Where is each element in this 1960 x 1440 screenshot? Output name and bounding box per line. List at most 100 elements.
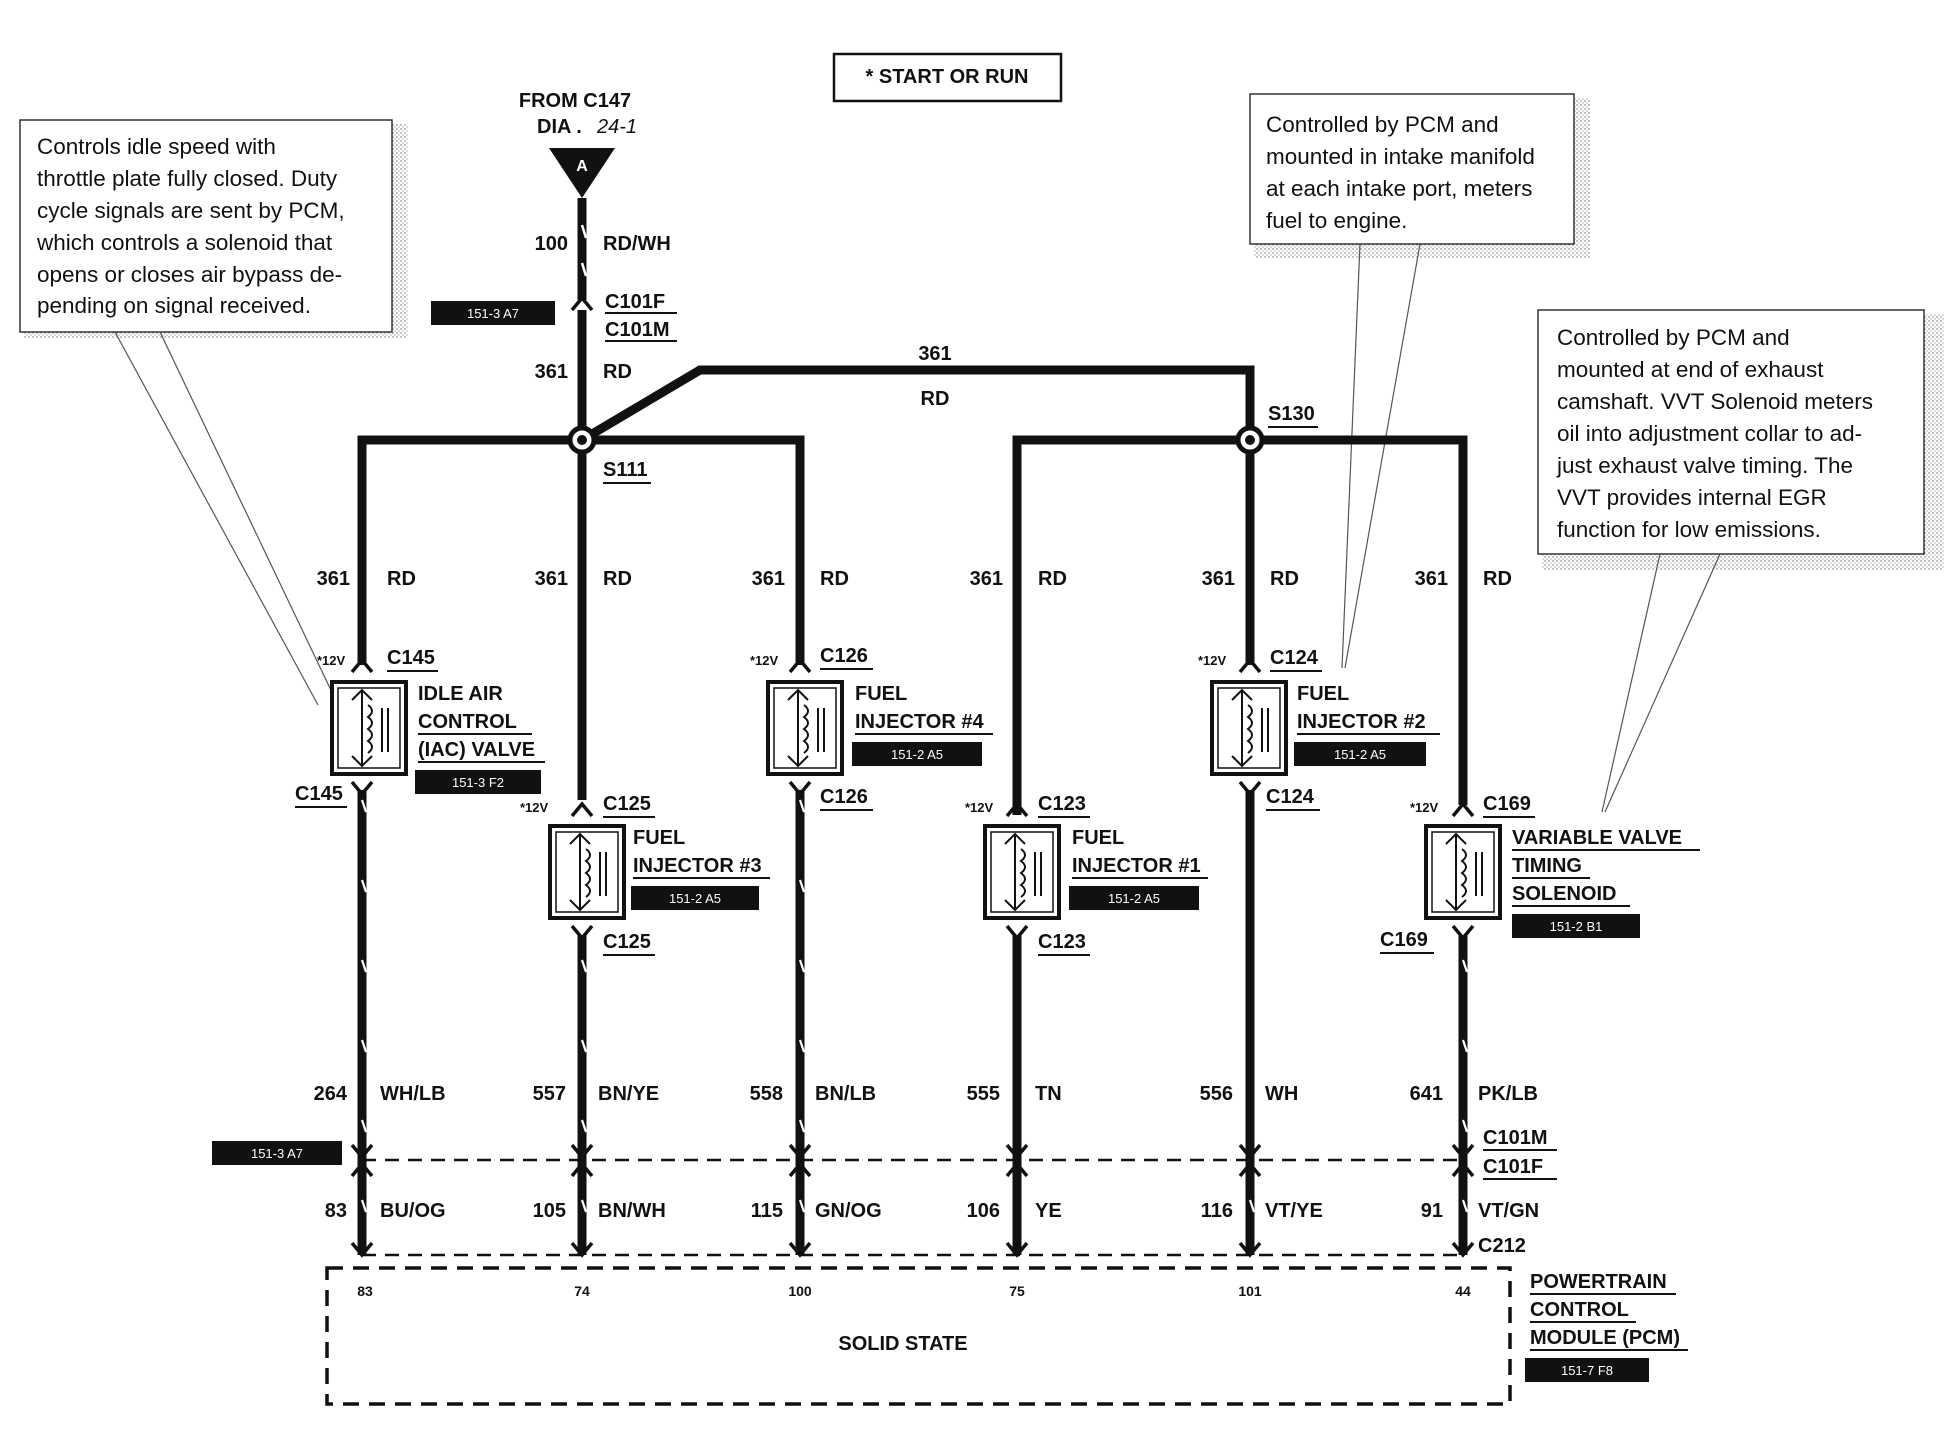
pcm-connector-c212: C212 (350, 1235, 1526, 1258)
pcm-wire-color: BN/WH (598, 1200, 666, 1222)
jumper-wire-color: RD (921, 388, 950, 410)
injector-note: Controlled by PCM and mounted in intake … (1249, 93, 1590, 669)
vvt-note-line: Controlled by PCM and (1557, 325, 1790, 350)
source-connector-a: FROM C147 DIA . 24-1 A (519, 90, 637, 198)
pcm-pin: 74 (574, 1283, 590, 1299)
iac-note-line: pending on signal received. (37, 293, 311, 318)
source-dia-ref: 24-1 (596, 116, 637, 138)
signal-wire-number: 555 (967, 1083, 1000, 1105)
pcm-wire-number: 116 (1201, 1200, 1233, 1222)
splice-s130-label: S130 (1268, 403, 1315, 425)
injector-note-line: at each intake port, meters (1266, 176, 1532, 201)
drop-wire-color: RD (387, 568, 416, 590)
component-name-line: INJECTOR #4 (855, 711, 984, 733)
pcm-wire-number: 83 (325, 1200, 347, 1222)
component-name-line: FUEL (855, 683, 907, 705)
pcm-name-line: MODULE (PCM) (1530, 1327, 1680, 1349)
component-ref: 151-2 B1 (1550, 919, 1603, 934)
signal-wire-number: 264 (314, 1083, 348, 1105)
component-name-line: INJECTOR #3 (633, 855, 762, 877)
drop-wire-color: RD (1270, 568, 1299, 590)
vvt-solenoid: *12V C169 VARIABLE VALVE TIMING SOLENOID… (1380, 793, 1700, 954)
pcm-wire-color: YE (1035, 1200, 1062, 1222)
start-or-run-text: * START OR RUN (866, 66, 1029, 88)
pcm-pin: 83 (357, 1283, 373, 1299)
component-name-line: INJECTOR #2 (1297, 711, 1426, 733)
component-conn-top: C124 (1270, 647, 1319, 669)
component-ref: 151-3 F2 (452, 775, 504, 790)
fuel-injector-1: *12V C123 FUEL INJECTOR #1 151-2 A5 C123 (965, 793, 1208, 956)
drop-wire-color: RD (1483, 568, 1512, 590)
injector-note-line: mounted in intake manifold (1266, 144, 1535, 169)
pcm-pin: 101 (1238, 1283, 1262, 1299)
component-conn-bottom: C123 (1038, 931, 1086, 953)
splice-s130: S130 (1235, 403, 1318, 455)
drop-wire-color: RD (1038, 568, 1067, 590)
component-conn-bottom: C124 (1266, 786, 1315, 808)
signal-wire-color: BN/LB (815, 1083, 876, 1105)
svg-text:Controls idle speed with: Controls idle speed with throttle plate … (36, 134, 351, 318)
component-conn-top: C126 (820, 645, 868, 667)
signal-wire-stripes (360, 799, 1469, 1213)
fuel-injector-2: *12V C124 FUEL INJECTOR #2 151-2 A5 C124 (1198, 647, 1440, 811)
pcm-body-text: SOLID STATE (838, 1333, 967, 1355)
fuel-injector-4: *12V C126 FUEL INJECTOR #4 151-2 A5 C126 (750, 645, 993, 811)
component-ref: 151-2 A5 (669, 891, 721, 906)
component-name-line: CONTROL (418, 711, 517, 733)
component-12v-label: *12V (750, 653, 779, 668)
pcm-wire-color: VT/YE (1265, 1200, 1323, 1222)
pcm-wire-number: 115 (751, 1200, 783, 1222)
component-12v-label: *12V (965, 800, 994, 815)
component-12v-label: *12V (520, 800, 549, 815)
component-conn-bottom: C169 (1380, 929, 1428, 951)
drop-wire-number: 361 (1202, 568, 1235, 590)
drop-wire-number: 361 (752, 568, 785, 590)
jumper-wire-number: 361 (918, 343, 951, 365)
feed-wire-number: 100 (535, 233, 568, 255)
svg-text:Controlled by PCM and mo: Controlled by PCM and mounted at end of … (1556, 325, 1879, 542)
pcm-wire-number: 106 (967, 1200, 1000, 1222)
component-name-line: SOLENOID (1512, 883, 1616, 905)
component-ref: 151-2 A5 (891, 747, 943, 762)
component-12v-label: *12V (1198, 653, 1227, 668)
inline-connector-c101: 151-3 A7 C101M C101F (212, 1127, 1557, 1180)
bus-jumper-label: 361 RD (918, 343, 951, 410)
signal-wire-number: 558 (750, 1083, 783, 1105)
drop-wire-color: RD (603, 568, 632, 590)
vvt-note-line: function for low emissions. (1557, 517, 1821, 542)
signal-wire-color: PK/LB (1478, 1083, 1538, 1105)
component-conn-top: C145 (387, 647, 435, 669)
drop-wire-color: RD (820, 568, 849, 590)
svg-text:Controlled by PCM and mo: Controlled by PCM and mounted in intake … (1266, 112, 1541, 233)
component-name-line: FUEL (1297, 683, 1349, 705)
vvt-note-line: mounted at end of exhaust (1557, 357, 1824, 382)
signal-wire-number: 641 (1410, 1083, 1443, 1105)
component-name-line: FUEL (1072, 827, 1124, 849)
source-dia-label: DIA . (537, 116, 582, 138)
iac-note-line: which controls a solenoid that (36, 230, 333, 255)
inline-connector-ref: 151-3 A7 (251, 1146, 303, 1161)
signal-wire-color: WH (1265, 1083, 1298, 1105)
iac-valve: *12V C145 IDLE AIR CONTROL (IAC) VALVE 1… (295, 647, 545, 808)
iac-note-line: throttle plate fully closed. Duty (37, 166, 338, 191)
vvt-note-line: just exhaust valve timing. The (1556, 453, 1853, 478)
pcm-pin: 44 (1455, 1283, 1471, 1299)
pcm-name-line: CONTROL (1530, 1299, 1629, 1321)
component-name-line: IDLE AIR (418, 683, 503, 705)
fuel-injector-3: *12V C125 FUEL INJECTOR #3 151-2 A5 C125 (520, 793, 770, 956)
feed-wire-color: RD/WH (603, 233, 671, 255)
component-name-line: VARIABLE VALVE (1512, 827, 1682, 849)
signal-wire-color: WH/LB (380, 1083, 446, 1105)
feed-wire: 100 RD/WH C101F C101M 151-3 A7 361 RD (431, 198, 677, 440)
source-letter: A (576, 158, 588, 175)
pcm-module: 83 74 100 75 101 44 SOLID STATE POWERTRA… (325, 1266, 1688, 1406)
drop-wire-number: 361 (970, 568, 1003, 590)
iac-note: Controls idle speed with throttle plate … (19, 119, 408, 706)
component-conn-top: C123 (1038, 793, 1086, 815)
signal-wire-number: 556 (1200, 1083, 1233, 1105)
feed-after-color: RD (603, 361, 632, 383)
component-conn-top: C169 (1483, 793, 1531, 815)
pcm-wire-number: 91 (1421, 1200, 1443, 1222)
pcm-wire-color: GN/OG (815, 1200, 882, 1222)
